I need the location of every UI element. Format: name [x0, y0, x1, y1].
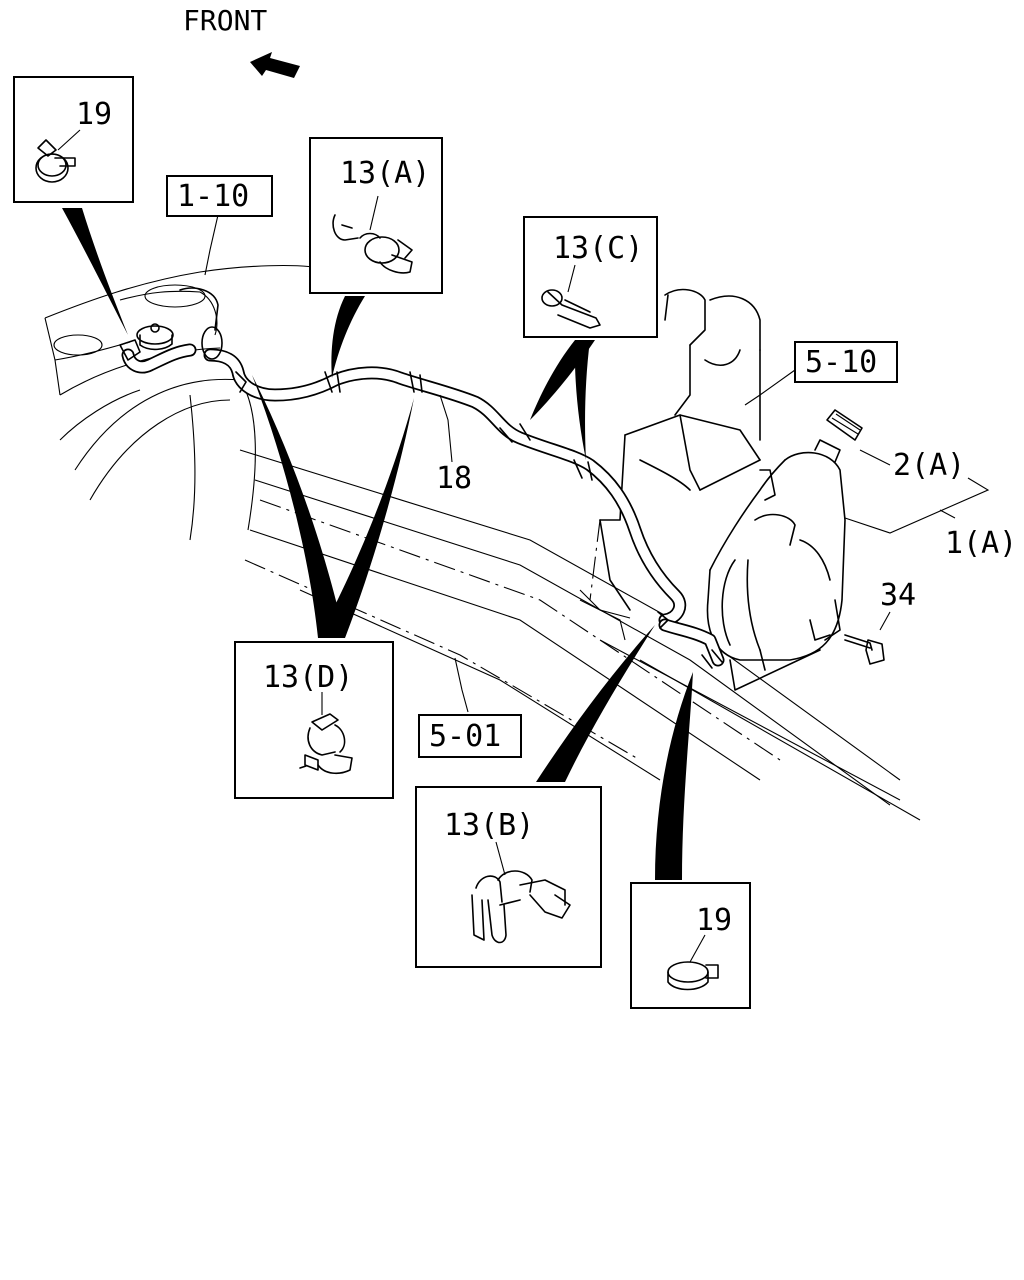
ref-box-1-10	[166, 175, 273, 217]
inset-clamp-19-bottom	[630, 882, 751, 1009]
clip-13c-label: 13(C)	[553, 231, 643, 266]
seat-bracket	[599, 288, 776, 611]
pointer-13a	[331, 296, 365, 378]
clip-13c-icon	[541, 264, 601, 329]
leader-1-10	[204, 214, 219, 276]
radiator-filler	[119, 287, 219, 361]
inset-clip-13d	[234, 641, 394, 799]
hose-18-label: 18	[436, 461, 472, 496]
cap-2a-label: 2(A)	[893, 448, 965, 483]
leader-1a-b	[939, 509, 956, 519]
ref-5-10-label: 5-10	[805, 345, 877, 380]
clamp-19-top-label: 19	[76, 97, 112, 132]
ref-1-10-label: 1-10	[177, 179, 249, 214]
clip-13b-label: 13(B)	[444, 808, 534, 843]
leader-18	[439, 394, 453, 463]
leader-34	[879, 611, 891, 631]
tank-1a-label: 1(A)	[945, 526, 1017, 561]
pointer-13d-left	[252, 375, 345, 638]
front-label: FRONT	[183, 4, 267, 37]
ref-box-5-10	[794, 341, 898, 383]
clip-13d-icon	[299, 692, 353, 775]
inset-clamp-19-top	[13, 76, 134, 203]
mounting-bolt	[844, 634, 885, 665]
inset-clip-13c	[523, 216, 658, 338]
front-arrow-icon	[250, 52, 300, 78]
filler-cap	[826, 409, 863, 441]
reservoir-tank	[706, 439, 846, 691]
leader-2a	[859, 449, 891, 466]
leader-5-01	[454, 657, 469, 713]
clip-13d-label: 13(D)	[263, 660, 353, 695]
bolt-34-label: 34	[880, 578, 916, 613]
clip-13a-label: 13(A)	[340, 156, 430, 191]
clamp-19-bottom-label: 19	[696, 903, 732, 938]
hose-clamp-icon-bottom	[667, 934, 719, 991]
clip-13a-icon	[332, 195, 413, 274]
hose-18	[121, 326, 725, 669]
ref-5-01-label: 5-01	[429, 719, 501, 754]
ref-box-5-01	[418, 714, 522, 758]
pointer-13b	[536, 625, 655, 782]
clip-13b-icon	[471, 841, 571, 944]
leader-5-10	[744, 369, 796, 406]
inset-clip-13b	[415, 786, 602, 968]
pointer-19-top	[62, 208, 128, 335]
pointer-19-bottom	[655, 672, 693, 880]
pointer-13c-right	[574, 340, 590, 460]
leader-1a	[844, 477, 990, 534]
hose-clamp-icon	[35, 129, 81, 183]
inset-clip-13a	[309, 137, 443, 294]
